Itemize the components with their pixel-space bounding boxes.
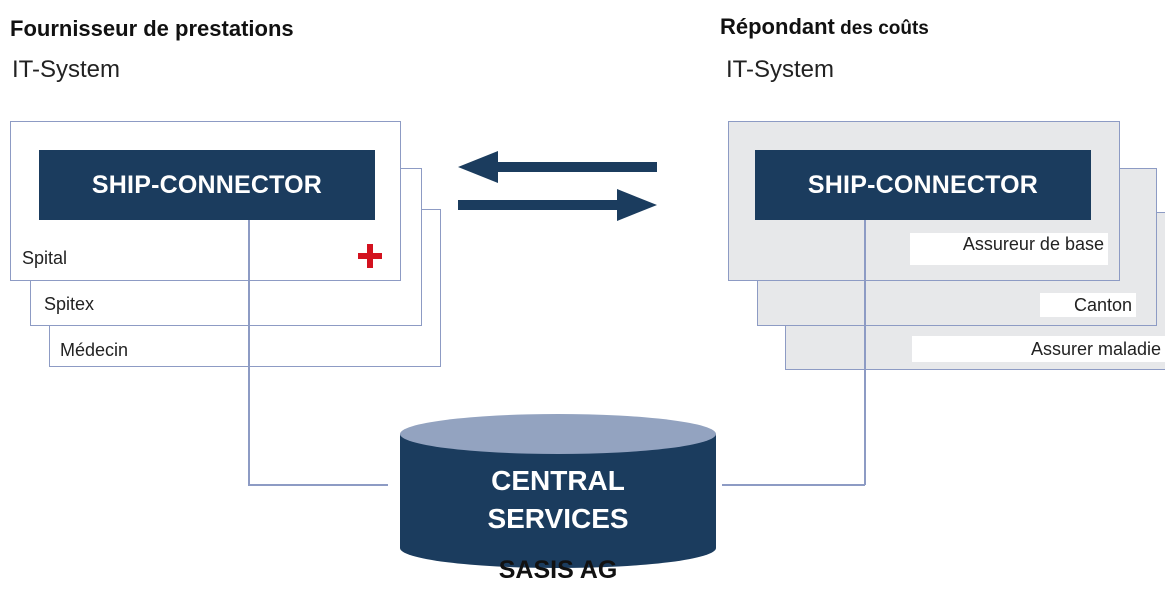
left-link-vertical [248,220,250,485]
label-assureur-de-base: Assureur de base [910,233,1108,265]
sasis-ag-label: SASIS AG [498,556,618,584]
label-canton: Canton [1040,293,1136,317]
label-spital: Spital [22,248,68,268]
central-line-2: SERVICES [487,503,629,534]
right-heading-main: Répondant [720,14,835,39]
left-subheading: IT-System [12,56,121,83]
label-medecin: Médecin [60,340,129,360]
right-ship-connector: SHIP-CONNECTOR [755,150,1091,220]
label-spitex: Spitex [44,294,95,314]
central-services-label: CENTRAL SERVICES [396,462,720,538]
left-link-horizontal [248,484,388,486]
arrow-left-icon [458,151,657,183]
central-line-1: CENTRAL [491,465,625,496]
right-heading-small: des coûts [834,18,929,39]
right-link-vertical [864,220,866,485]
red-cross-icon [358,244,382,268]
database-cylinder-icon [400,414,716,568]
arrow-right-icon [458,189,657,221]
exchange-arrows [458,151,657,221]
right-link-horizontal [722,484,865,486]
left-heading: Fournisseur de prestations [10,16,294,41]
left-ship-connector: SHIP-CONNECTOR [39,150,375,220]
right-heading: Répondant des coûts [720,14,929,40]
right-subheading: IT-System [726,56,835,83]
label-assurer-maladie: Assurer maladie [912,336,1165,362]
